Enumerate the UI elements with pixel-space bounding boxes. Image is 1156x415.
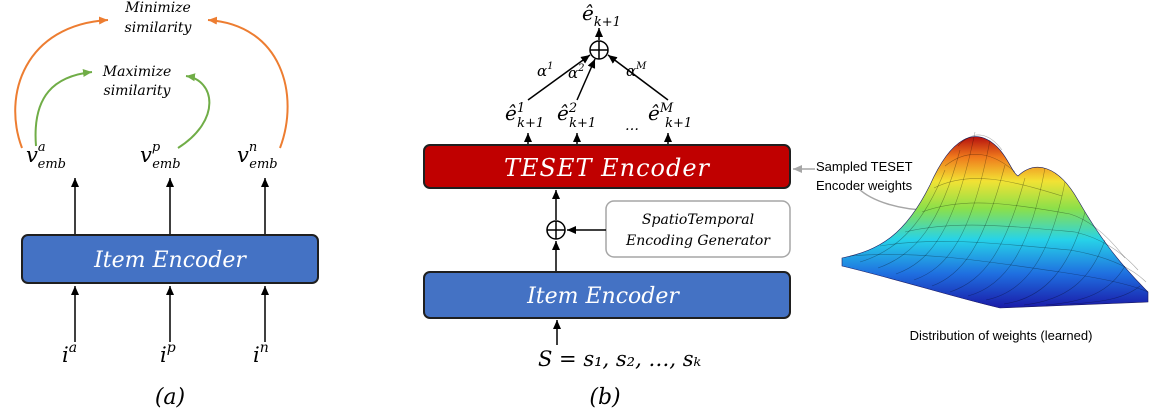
item-encoder-box-a bbox=[21, 234, 319, 284]
maximize-label-2: similarity bbox=[104, 83, 172, 99]
alpha-1: α1 bbox=[537, 61, 554, 80]
maximize-similarity-arrow-right bbox=[177, 73, 211, 149]
callout-label-2: Encoder weights bbox=[816, 178, 913, 193]
teset-encoder-label: TESET Encoder bbox=[504, 154, 711, 182]
minimize-label-1: Minimize bbox=[124, 0, 191, 16]
sequence-label: S = s₁, s₂, …, sₖ bbox=[538, 347, 702, 371]
caption-b: (b) bbox=[589, 385, 620, 410]
encoding-add-node bbox=[546, 220, 566, 240]
minimize-similarity-arrow bbox=[14, 16, 109, 149]
generator-label-2: Encoding Generator bbox=[625, 233, 771, 249]
callout-label-1: Sampled TESET bbox=[816, 159, 913, 174]
prediction-ellipsis: … bbox=[625, 118, 639, 134]
maximize-label-1: Maximize bbox=[102, 64, 171, 80]
input-label-p: ip bbox=[160, 340, 176, 367]
maximize-similarity-arrow bbox=[34, 68, 93, 147]
item-encoder-label-b: Item Encoder bbox=[526, 284, 680, 309]
item-encoder-label-a: Item Encoder bbox=[93, 248, 247, 273]
minimize-label-2: similarity bbox=[125, 20, 193, 36]
alpha-m: αM bbox=[626, 61, 647, 80]
weights-surface-plot bbox=[841, 131, 1149, 309]
encoding-generator-box bbox=[605, 200, 791, 258]
output-label: êk+1 bbox=[582, 1, 621, 30]
arrow-pred1-to-sum bbox=[527, 54, 591, 101]
panel-a: Minimize similarity Maximize similarity … bbox=[14, 0, 319, 410]
weighted-sum-node bbox=[589, 40, 609, 60]
weights-caption: Distribution of weights (learned) bbox=[910, 328, 1093, 343]
arrow-pred2-to-sum bbox=[576, 58, 596, 101]
item-encoder-box-b bbox=[423, 271, 791, 319]
arrow-predm-to-sum bbox=[607, 54, 669, 101]
input-label-n: in bbox=[253, 340, 269, 367]
generator-label-1: SpatioTemporal bbox=[642, 212, 754, 228]
teset-encoder-box bbox=[423, 144, 791, 189]
caption-a: (a) bbox=[155, 385, 185, 410]
minimize-similarity-arrow-right bbox=[207, 16, 289, 149]
alpha-2: α2 bbox=[568, 63, 585, 82]
weights-distribution: Sampled TESET Encoder weights bbox=[793, 131, 1149, 343]
input-label-a: ia bbox=[62, 340, 77, 367]
